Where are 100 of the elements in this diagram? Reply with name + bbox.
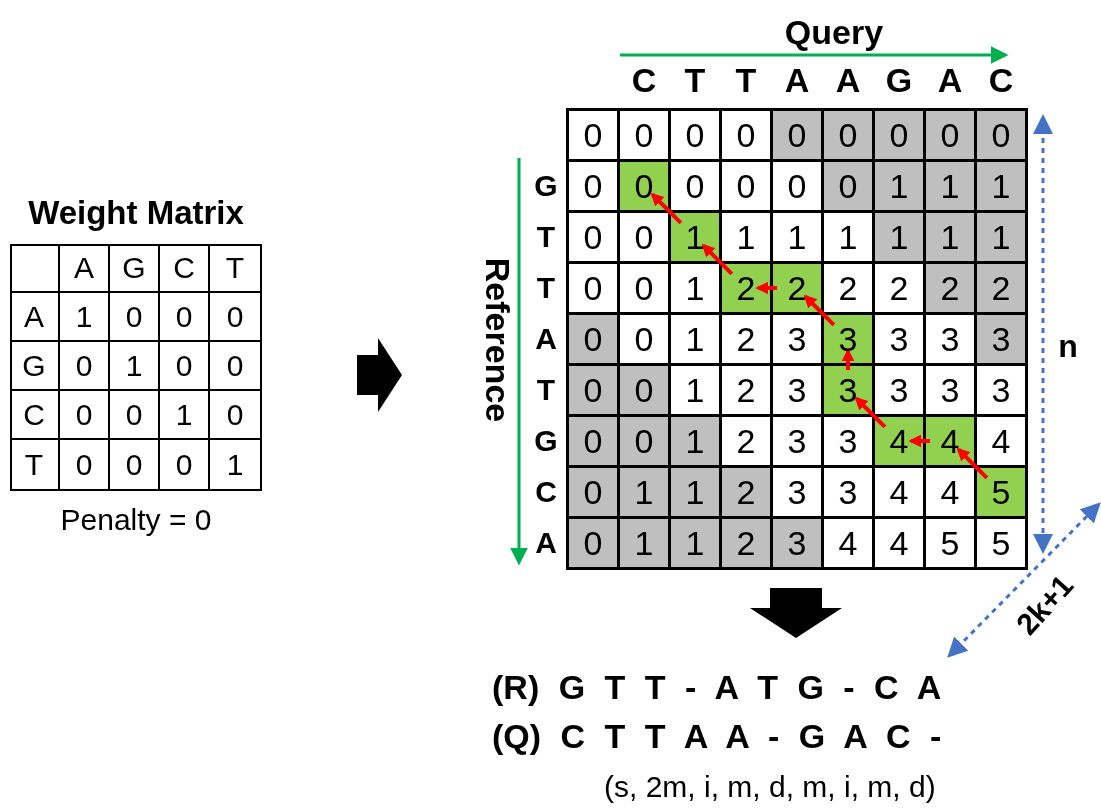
- matrix-value: 2: [722, 366, 770, 414]
- matrix-value: 2: [926, 264, 974, 312]
- matrix-value: 3: [875, 315, 923, 363]
- matrix-value: 3: [926, 315, 974, 363]
- weight-value: 0: [210, 342, 260, 391]
- matrix-value: 1: [620, 519, 668, 567]
- matrix-value: 5: [926, 519, 974, 567]
- matrix-value: 0: [722, 111, 770, 159]
- matrix-value: 0: [824, 162, 872, 210]
- matrix-value: 3: [773, 315, 821, 363]
- matrix-value: 2: [722, 315, 770, 363]
- weight-value: 0: [110, 440, 160, 489]
- matrix-value: 5: [977, 519, 1025, 567]
- path-cell: 0: [620, 162, 668, 210]
- sequence-letter: A: [835, 60, 861, 100]
- matrix-value: 3: [875, 366, 923, 414]
- matrix-value: 0: [671, 111, 719, 159]
- matrix-value: 0: [671, 162, 719, 210]
- matrix-value: 0: [620, 315, 668, 363]
- matrix-value: 2: [977, 264, 1025, 312]
- matrix-value: 0: [620, 417, 668, 465]
- header-letter: C: [160, 244, 210, 293]
- matrix-value: 3: [824, 417, 872, 465]
- matrix-value: 1: [824, 213, 872, 261]
- matrix-value: 1: [926, 213, 974, 261]
- weight-value: 0: [210, 293, 260, 342]
- sequence-letter: C: [535, 475, 557, 509]
- matrix-value: 0: [620, 111, 668, 159]
- header-letter: C: [10, 391, 60, 440]
- matrix-value: 3: [773, 366, 821, 414]
- weight-value: 1: [225, 446, 245, 483]
- axis-title: Reference: [477, 257, 517, 423]
- header-letter: A: [60, 244, 110, 293]
- matrix-value: 2: [722, 417, 770, 465]
- weight-value: 0: [110, 391, 160, 440]
- path-cell: 2: [722, 264, 770, 312]
- weight-value: 1: [60, 293, 110, 342]
- matrix-value: 2: [824, 264, 872, 312]
- matrix-value: 1: [926, 162, 974, 210]
- sequence-letter: G: [885, 60, 913, 100]
- sequence-letter: T: [684, 60, 706, 100]
- matrix-value: 3: [977, 366, 1025, 414]
- traceback-arrow: [854, 396, 887, 429]
- matrix-value: 3: [824, 468, 872, 516]
- matrix-value: 0: [824, 111, 872, 159]
- path-cell: 4: [875, 417, 923, 465]
- sequence-letter: T: [536, 373, 556, 407]
- matrix-value: 0: [569, 162, 617, 210]
- matrix-value: 0: [977, 111, 1025, 159]
- alignment-row: (Q) C T T A A - G A C -: [492, 717, 942, 756]
- weight-value: 0: [160, 440, 210, 489]
- weight-value: 0: [160, 342, 210, 391]
- matrix-value: 2: [875, 264, 923, 312]
- weight-value: 0: [160, 293, 210, 342]
- matrix-value: 0: [569, 417, 617, 465]
- axis-title: Query: [784, 12, 884, 52]
- traceback-arrow: [841, 348, 855, 370]
- sequence-letter: A: [535, 322, 557, 356]
- path-cell: 3: [824, 366, 872, 414]
- matrix-value: 3: [773, 417, 821, 465]
- path-cell: 1: [671, 213, 719, 261]
- sequence-letter: A: [535, 526, 557, 560]
- weight-value: 0: [210, 391, 260, 440]
- matrix-value: 0: [569, 213, 617, 261]
- matrix-value: 0: [620, 213, 668, 261]
- sequence-letter: A: [937, 60, 963, 100]
- matrix-value: 0: [569, 264, 617, 312]
- sequence-letter: T: [536, 220, 556, 254]
- matrix-value: 1: [977, 162, 1025, 210]
- matrix-value: 0: [569, 315, 617, 363]
- matrix-value: 0: [722, 162, 770, 210]
- path-cell: 4: [926, 417, 974, 465]
- matrix-value: 0: [773, 111, 821, 159]
- sequence-letter: G: [534, 169, 558, 203]
- weight-value: 0: [60, 342, 110, 391]
- matrix-value: 0: [875, 111, 923, 159]
- header-letter: G: [10, 342, 60, 391]
- traceback-arrow: [908, 434, 930, 448]
- weight-value: 0: [60, 440, 110, 489]
- matrix-value: 1: [773, 213, 821, 261]
- matrix-value: 3: [773, 519, 821, 567]
- matrix-value: 1: [977, 213, 1025, 261]
- matrix-value: 3: [977, 315, 1025, 363]
- matrix-value: 3: [773, 468, 821, 516]
- matrix-value: 0: [926, 111, 974, 159]
- traceback-arrow: [650, 192, 683, 225]
- path-cell: 5: [977, 468, 1025, 516]
- header-letter: T: [210, 244, 260, 293]
- sequence-letter: A: [784, 60, 810, 100]
- dimension-label: n: [1058, 327, 1078, 365]
- matrix-value: 0: [620, 366, 668, 414]
- traceback-arrow: [803, 294, 836, 327]
- matrix-value: 4: [977, 417, 1025, 465]
- matrix-value: 1: [671, 468, 719, 516]
- matrix-value: 1: [671, 417, 719, 465]
- table-title: Weight Matrix: [28, 194, 244, 232]
- header-letter: T: [10, 440, 60, 489]
- matrix-value: 0: [773, 162, 821, 210]
- matrix-value: 1: [620, 468, 668, 516]
- matrix-value: 0: [569, 111, 617, 159]
